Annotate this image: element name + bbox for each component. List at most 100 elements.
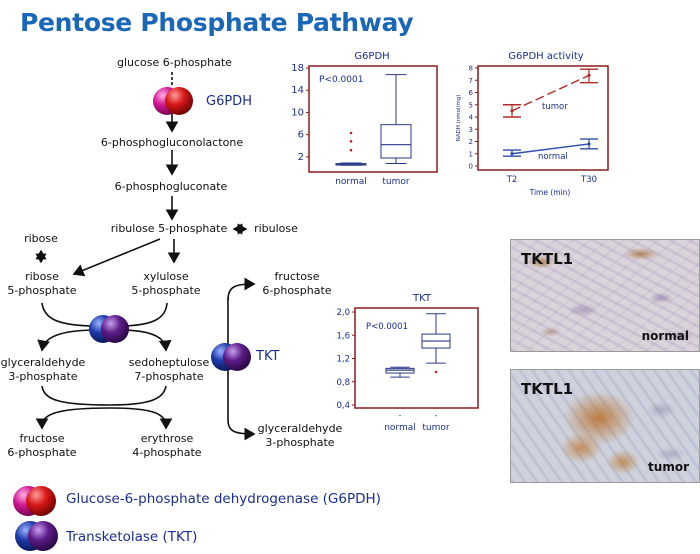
label-line-1: glyceraldehyde <box>0 356 86 369</box>
metabolite-glucose-6-phosphate: glucose 6-phosphate <box>117 56 232 69</box>
y-tick-label: 10 <box>291 107 304 118</box>
y-tick-label: 2,0 <box>336 308 350 318</box>
x-tick-mark-tumor: - <box>435 411 438 420</box>
x-tick-tumor: tumor <box>382 177 410 187</box>
outlier-point <box>349 148 353 152</box>
chart-title: G6PDH <box>354 51 389 62</box>
metabolite-6-phosphogluconolactone: 6-phosphogluconolactone <box>100 136 244 149</box>
legend-tkt: Transketolase (TKT) <box>66 529 198 545</box>
x-axis-label: Time (min) <box>529 188 571 197</box>
chart-frame <box>477 65 609 171</box>
label-line-1: erythrose <box>140 432 194 445</box>
y-tick-label: 0,4 <box>336 401 350 411</box>
chart-title: G6PDH activity <box>508 51 583 62</box>
chart-title: TKT <box>412 293 432 304</box>
tkt-enzyme-icon <box>15 521 58 551</box>
y-tick-label: 2 <box>469 138 473 146</box>
y-tick-label: 7 <box>469 77 473 85</box>
tkt-enzyme-icon <box>211 343 251 371</box>
page-title: Pentose Phosphate Pathway <box>20 8 414 37</box>
label-line-1: ribose <box>25 270 59 283</box>
arrow-to-g3p <box>37 329 99 352</box>
y-tick-label: 5 <box>469 101 473 109</box>
label-line-2: 6-phosphate <box>262 284 332 297</box>
label-line-1: fructose <box>19 432 65 445</box>
label-line-1: glyceraldehyde <box>257 422 343 435</box>
x-tick-mark-normal: - <box>399 411 402 420</box>
x-tick-t30: T30 <box>580 175 597 185</box>
metabolite-ribose: ribose <box>24 232 58 245</box>
arrow-ru5p-r5p <box>72 238 161 277</box>
chart-g6pdh-activity: G6PDH activity NADH (nmol/mg) 876543210 … <box>456 51 609 197</box>
series-line <box>511 74 590 112</box>
data-point <box>510 109 514 113</box>
series-line <box>511 143 590 155</box>
tkt-label: TKT <box>256 349 280 364</box>
y-tick-label: 18 <box>291 63 304 74</box>
data-point <box>587 73 591 77</box>
y-tick-label: 2 <box>298 152 304 163</box>
box-normal <box>385 366 415 378</box>
data-point <box>510 152 514 156</box>
chart-frame <box>308 65 438 173</box>
x-tick-normal: normal <box>335 177 367 187</box>
series-normal <box>503 138 598 157</box>
arrow-to-g3p-right <box>227 419 256 441</box>
photo-caption: tumor <box>648 460 689 474</box>
data-point <box>587 142 591 146</box>
y-tick-label: 14 <box>291 85 304 96</box>
label-line-2: 3-phosphate <box>265 436 335 449</box>
chart-tkt: TKT P<0.0001 2,01,61,20,80,4 - - normal … <box>336 293 479 433</box>
label-line-2: 3-phosphate <box>8 370 78 383</box>
arrow-tkt2-top <box>41 385 167 406</box>
label-line-2: 7-phosphate <box>134 370 204 383</box>
arrow-tkt2-bottom <box>41 407 167 425</box>
g6pdh-enzyme-icon <box>13 486 56 516</box>
photo-title: TKTL1 <box>521 250 574 268</box>
box-body <box>380 124 412 159</box>
series-tumor <box>503 68 598 118</box>
arrow-to-f6p-right <box>227 277 256 301</box>
photo-caption: normal <box>641 329 689 343</box>
box-tumor <box>421 313 451 374</box>
y-tick-label: 6 <box>298 130 304 141</box>
label-line-2: 5-phosphate <box>131 284 201 297</box>
x-tick-normal: normal <box>384 423 416 433</box>
photo-tktl1-normal: TKTL1 normal <box>510 239 700 352</box>
arrow-r5p-in <box>41 302 99 327</box>
photo-title: TKTL1 <box>521 380 574 398</box>
y-tick-label: 1,2 <box>336 355 350 365</box>
g6pdh-label: G6PDH <box>206 94 252 109</box>
chart-annotation: P<0.0001 <box>366 322 408 332</box>
y-tick-label: 6 <box>469 89 474 97</box>
photo-tktl1-tumor: TKTL1 tumor <box>510 369 700 483</box>
metabolite-ribulose: ribulose <box>254 222 298 235</box>
y-tick-label: 0 <box>469 163 473 171</box>
box-tumor <box>380 74 412 165</box>
label-line-2: 5-phosphate <box>7 284 77 297</box>
y-tick-label: 4 <box>469 114 474 122</box>
outlier-point <box>349 131 353 135</box>
box-normal <box>335 131 367 166</box>
series-label-tumor: tumor <box>542 102 568 112</box>
outlier-point <box>349 140 353 143</box>
g6pdh-enzyme-icon <box>153 87 193 115</box>
y-tick-label: 8 <box>469 65 473 73</box>
chart-g6pdh: G6PDH P<0.0001 18 14 10 6 2 normal tumor <box>291 51 438 187</box>
outlier-point <box>434 370 438 374</box>
label-line-1: xylulose <box>143 270 189 283</box>
chart-annotation: P<0.0001 <box>319 75 363 85</box>
y-tick-label: 1 <box>469 150 473 158</box>
y-tick-label: 3 <box>469 126 473 134</box>
label-line-2: 6-phosphate <box>7 446 77 459</box>
x-tick-t2: T2 <box>506 175 518 185</box>
label-line-1: sedoheptulose <box>128 356 210 369</box>
y-tick-label: 0,8 <box>336 378 350 388</box>
y-tick-label: 1,6 <box>336 331 350 341</box>
